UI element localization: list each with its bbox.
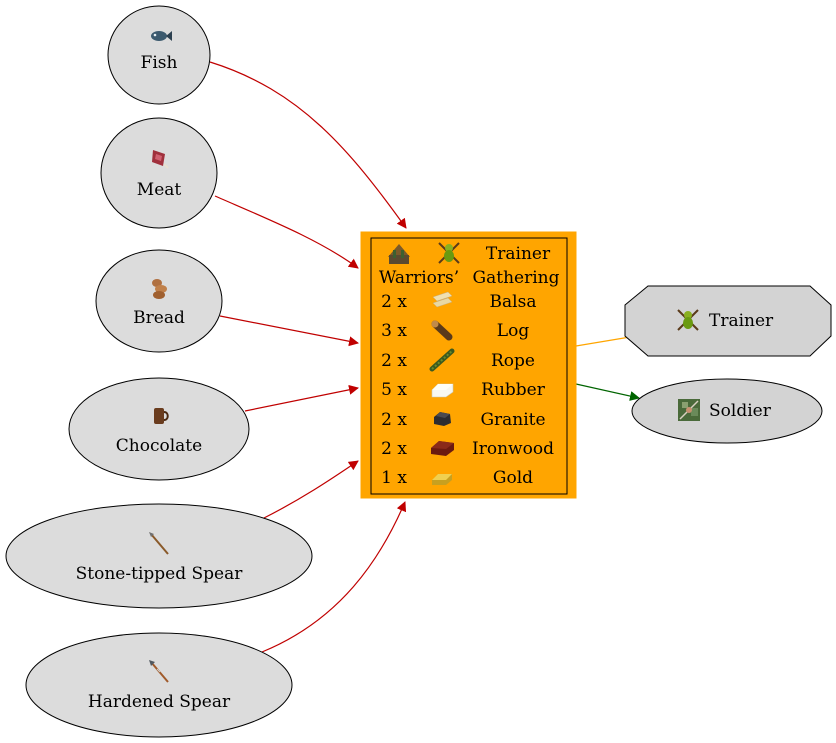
spear-icon (149, 532, 169, 555)
input-node-hardened-spear[interactable]: Hardened Spear (25, 632, 293, 738)
cost-quantity: 2 x (381, 351, 407, 371)
edge-chocolate (244, 384, 359, 412)
worker-node-trainer[interactable]: Trainer (624, 285, 832, 357)
hardened-spear-icon (149, 660, 169, 683)
cost-ware: Rubber (481, 380, 546, 400)
balsa-icon (432, 291, 453, 308)
edge-hardened-spear (261, 501, 407, 653)
cost-ware: Gold (493, 468, 533, 488)
input-node-chocolate[interactable]: Chocolate (68, 377, 250, 481)
building-node-warriors-gathering[interactable]: Trainer Warriors’ Gathering 2 x Balsa 3 … (360, 231, 577, 499)
rope-icon (429, 348, 455, 372)
edge-stone-tipped-spear (261, 460, 359, 520)
input-node-bread[interactable]: Bread (95, 249, 223, 353)
node-label: Stone-tipped Spear (76, 564, 244, 584)
edges (209, 61, 640, 653)
cost-ware: Ironwood (472, 439, 554, 459)
program-name-line2: Gathering (473, 268, 560, 288)
bread-icon (152, 279, 167, 299)
trainer-icon (677, 309, 699, 331)
cost-row: 2 x Ironwood (381, 439, 554, 459)
fish-icon (151, 31, 172, 41)
gold-icon (432, 474, 452, 485)
cost-row: 2 x Balsa (381, 291, 537, 312)
cost-row: 5 x Rubber (381, 380, 546, 400)
node-label: Chocolate (116, 436, 202, 456)
edge-trainer (575, 336, 631, 347)
node-label: Hardened Spear (88, 692, 231, 712)
node-label: Bread (133, 308, 185, 328)
cost-quantity: 2 x (381, 410, 407, 430)
edge-soldier (575, 383, 640, 401)
log-icon (431, 320, 453, 341)
trainer-icon (438, 242, 460, 264)
program-name-line1: Trainer (486, 244, 551, 264)
cost-row: 1 x Gold (381, 468, 533, 488)
input-node-stone-tipped-spear[interactable]: Stone-tipped Spear (5, 503, 313, 609)
rubber-icon (431, 383, 454, 398)
cost-quantity: 1 x (381, 468, 407, 488)
cost-ware: Rope (491, 351, 535, 371)
building-name: Warriors’ (379, 268, 459, 288)
cost-ware: Log (497, 321, 530, 341)
cost-row: 2 x Rope (381, 348, 535, 372)
input-node-fish[interactable]: Fish (107, 5, 211, 105)
edge-fish (209, 61, 407, 229)
warriors-gathering-icon (388, 244, 410, 264)
cost-quantity: 2 x (381, 439, 407, 459)
cost-ware: Balsa (490, 292, 537, 312)
chocolate-icon (154, 408, 169, 424)
node-label: Soldier (709, 401, 772, 421)
edge-meat (214, 195, 359, 269)
cost-row: 3 x Log (381, 320, 530, 341)
node-label: Trainer (709, 311, 774, 331)
granite-icon (434, 412, 451, 426)
input-node-meat[interactable]: Meat (100, 117, 218, 229)
cost-quantity: 2 x (381, 292, 407, 312)
soldier-icon (678, 399, 700, 421)
meat-icon (152, 150, 169, 169)
cost-ware: Granite (480, 410, 545, 430)
cost-quantity: 5 x (381, 380, 407, 400)
cost-quantity: 3 x (381, 321, 407, 341)
building-cost-rows: 2 x Balsa 3 x Log 2 x (381, 291, 554, 488)
worker-node-soldier[interactable]: Soldier (631, 378, 823, 444)
edge-bread (219, 315, 359, 347)
node-label: Meat (137, 180, 182, 200)
ironwood-icon (431, 441, 454, 456)
cost-row: 2 x Granite (381, 410, 545, 430)
node-label: Fish (141, 53, 178, 73)
